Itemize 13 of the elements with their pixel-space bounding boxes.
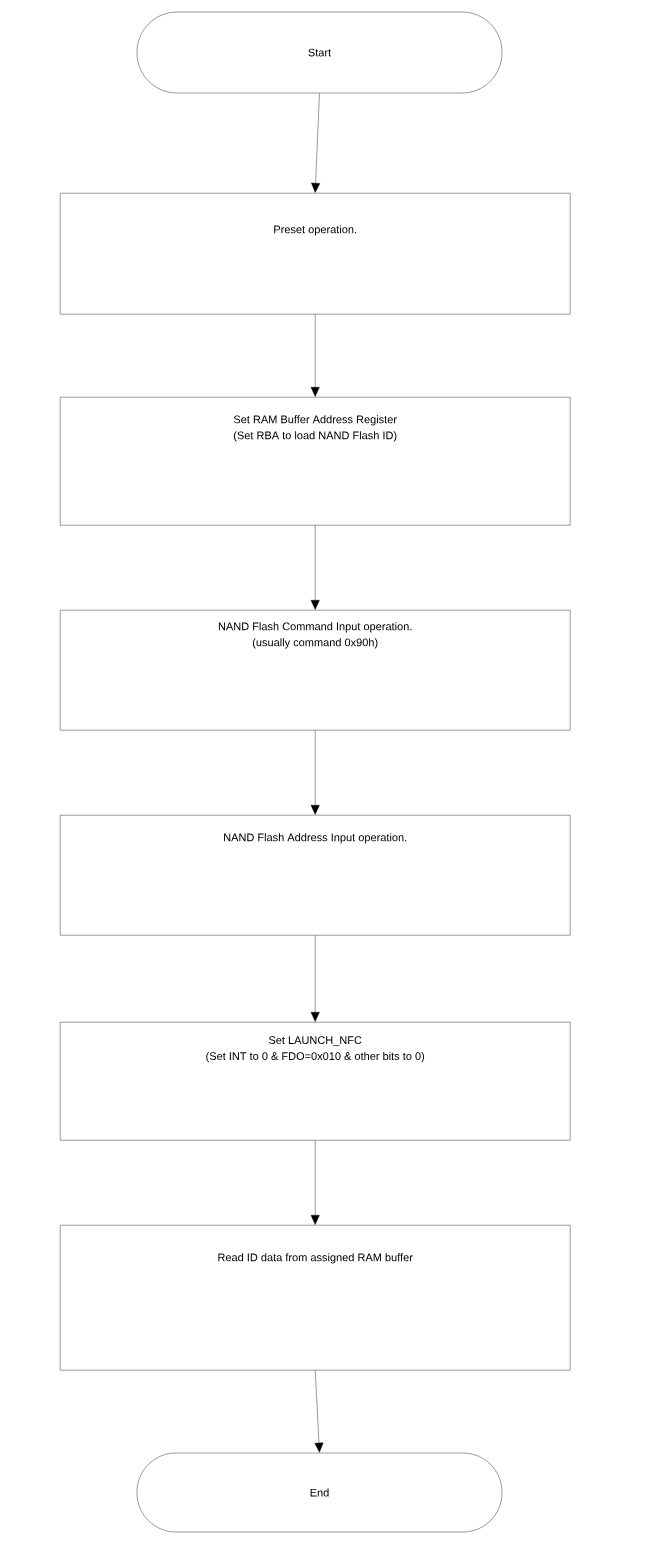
process-box: Preset operation. <box>60 193 571 315</box>
process-box: Read ID data from assigned RAM buffer <box>60 1225 571 1371</box>
arrow <box>310 525 320 610</box>
process-box: Set RAM Buffer Address Register (Set RBA to load NAND Flash ID) <box>60 397 571 526</box>
process-box: NAND Flash Address Input operation. <box>60 815 571 936</box>
process-box: NAND Flash Command Input operation. (usually command 0x90h) <box>60 610 571 731</box>
arrow <box>310 730 320 815</box>
arrow <box>314 1370 324 1453</box>
process-box: Set LAUNCH_NFC (Set INT to 0 & FDO=0x010 & other bits to 0) <box>60 1022 571 1141</box>
arrow <box>310 935 320 1022</box>
arrow <box>310 314 320 397</box>
arrow <box>310 1140 320 1225</box>
arrow <box>311 93 321 193</box>
